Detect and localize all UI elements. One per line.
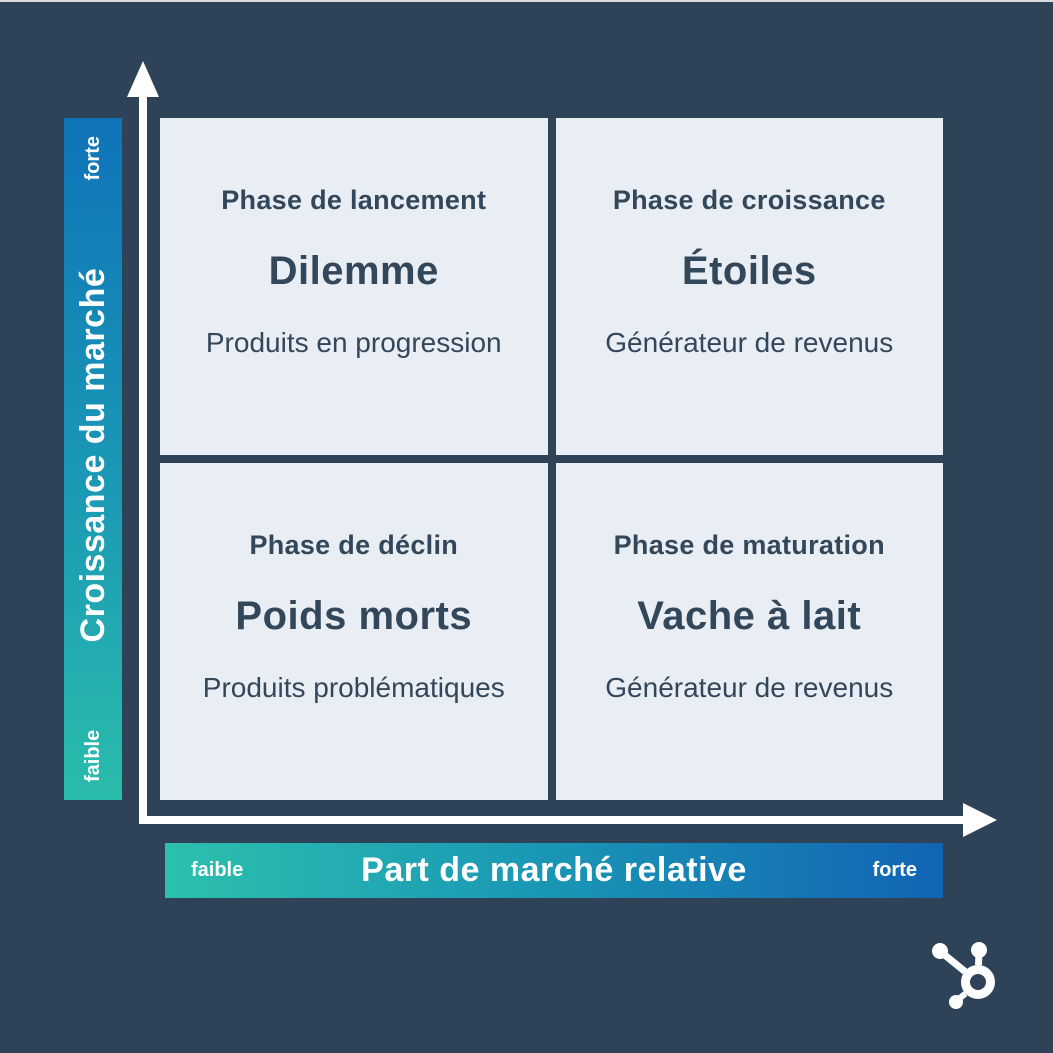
top-edge-line	[0, 0, 1053, 2]
x-axis-arrowhead-icon	[963, 803, 997, 837]
x-axis-title: Part de marché relative	[361, 851, 747, 889]
y-axis-bar-content: faible Croissance du marché forte	[64, 118, 122, 800]
quadrant-phase-label: Phase de déclin	[249, 529, 459, 560]
quadrant-name: Dilemme	[268, 248, 439, 293]
x-axis-line	[139, 816, 965, 824]
quadrant-description: Générateur de revenus	[605, 671, 894, 703]
quadrant-description: Produits problématiques	[202, 671, 505, 703]
quadrant-poids-morts: Phase de déclin Poids morts Produits pro…	[160, 463, 548, 800]
y-axis-arrowhead-icon	[127, 61, 159, 97]
y-axis-high-label: forte	[81, 136, 104, 181]
quadrant-name: Étoiles	[681, 248, 817, 293]
y-axis-gradient-bar: faible Croissance du marché forte	[64, 118, 122, 800]
quadrant-phase-label: Phase de maturation	[613, 529, 885, 560]
y-axis-low-label: faible	[81, 729, 104, 782]
quadrant-name: Poids morts	[235, 593, 473, 638]
matrix-grid: Phase de lancement Dilemme Produits en p…	[160, 118, 943, 800]
y-axis-line	[139, 96, 147, 824]
quadrant-vache-a-lait: Phase de maturation Vache à lait Générat…	[555, 463, 943, 800]
x-axis-low-label: faible	[191, 859, 244, 881]
y-axis-title: Croissance du marché	[73, 267, 112, 643]
x-axis-gradient-bar: faible Part de marché relative forte	[165, 843, 943, 898]
quadrant-description: Générateur de revenus	[605, 326, 894, 358]
quadrant-dilemme: Phase de lancement Dilemme Produits en p…	[160, 118, 548, 455]
hubspot-sprocket-icon	[932, 942, 995, 1009]
quadrant-name: Vache à lait	[637, 593, 862, 638]
x-axis-high-label: forte	[872, 859, 917, 881]
quadrant-description: Produits en progression	[205, 326, 502, 358]
quadrant-phase-label: Phase de croissance	[612, 184, 886, 215]
quadrant-etoiles: Phase de croissance Étoiles Générateur d…	[555, 118, 943, 455]
quadrant-phase-label: Phase de lancement	[221, 184, 487, 215]
